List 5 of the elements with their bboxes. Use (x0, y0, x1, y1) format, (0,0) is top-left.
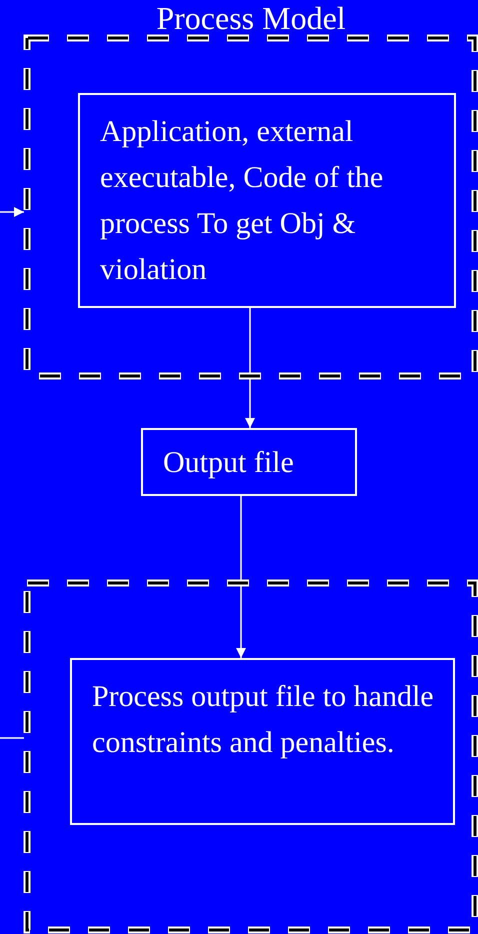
arrow (0, 207, 24, 217)
box-text: Output file (163, 445, 295, 481)
connector-line (0, 737, 24, 739)
region-title: Process Model (155, 0, 347, 36)
process-box (141, 428, 357, 496)
